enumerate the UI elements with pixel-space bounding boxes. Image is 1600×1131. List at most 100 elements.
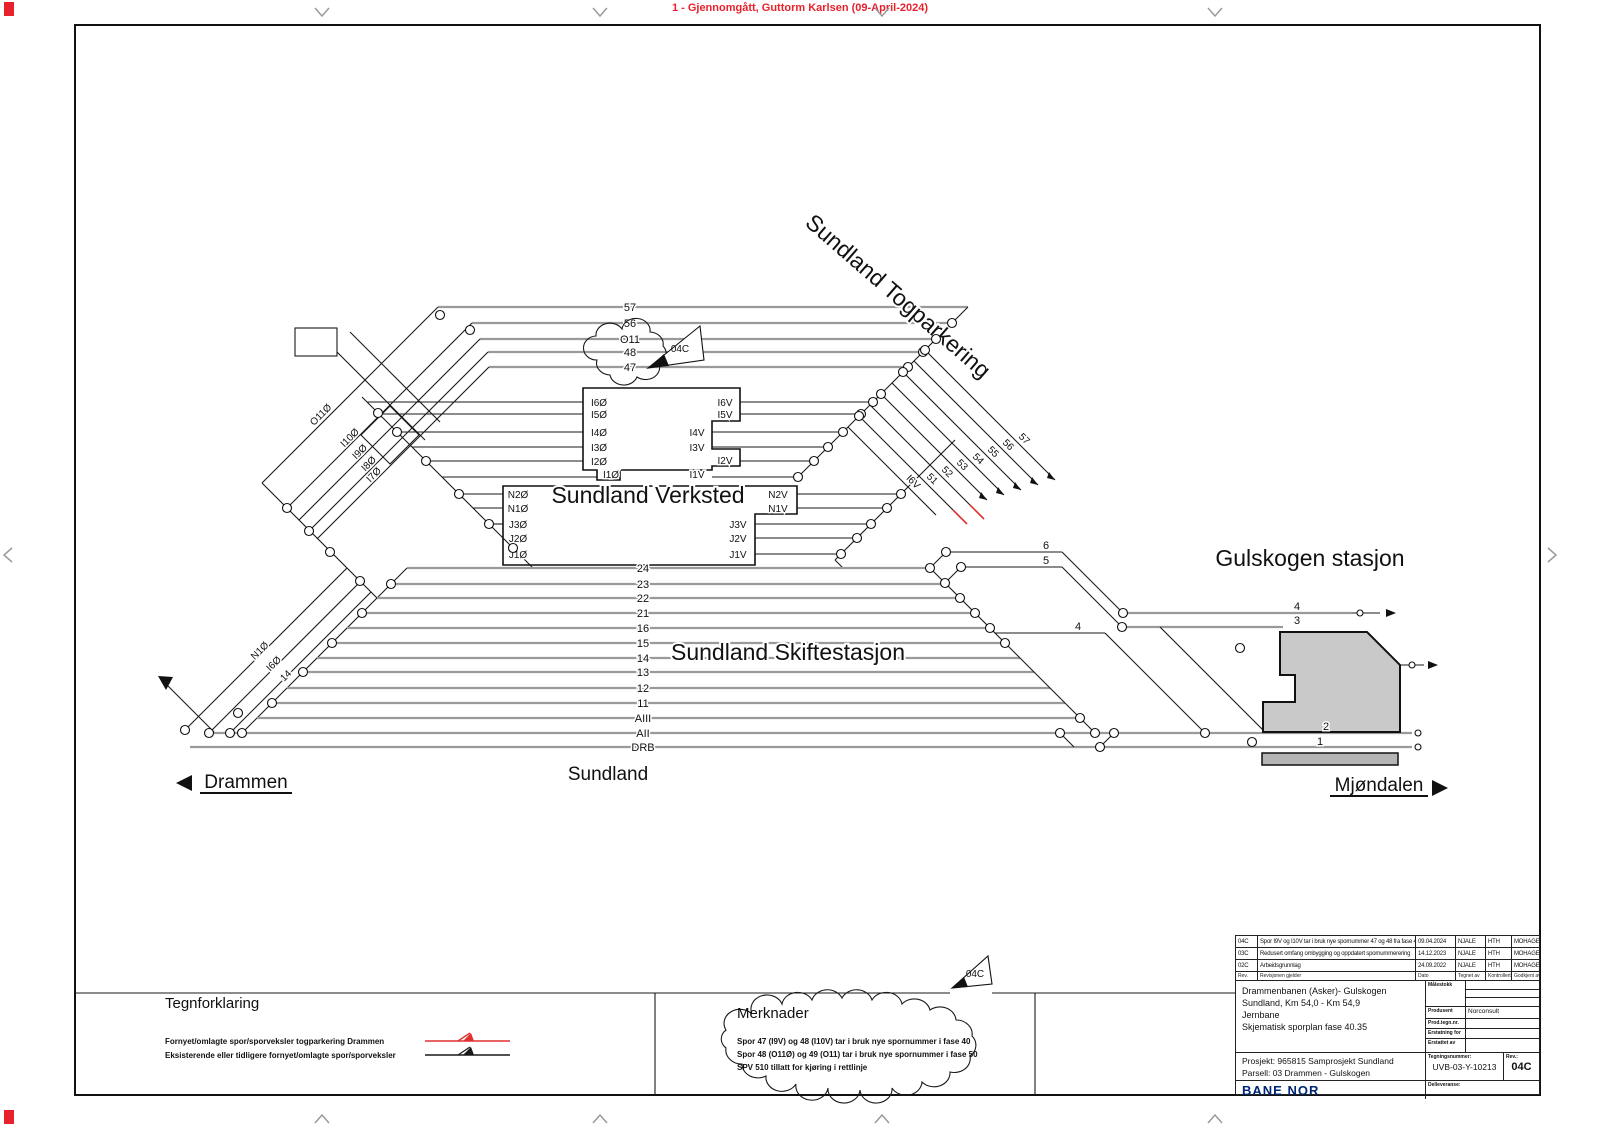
replaced-by-row: Erstattet av	[1426, 1039, 1539, 1052]
scale-row: Målestokk	[1426, 981, 1539, 1007]
fold-marks	[2, 7, 1558, 1124]
track-label-O11: O11	[620, 334, 640, 346]
direction-west-label: Drammen	[204, 772, 287, 793]
notes-line-3: SPV 510 tillatt for kjøring i rettlinje	[737, 1063, 868, 1072]
revision-header-drawn: Tegnet av	[1456, 972, 1486, 980]
yard-label-AII: AII	[636, 728, 649, 740]
yard-label-13: 13	[637, 667, 649, 679]
legend-item-2-label: Eksisterende eller tidligere fornyet/oml…	[165, 1051, 396, 1060]
yard-label-16: 16	[637, 623, 649, 635]
verksted-label-I3V: I3V	[689, 443, 704, 454]
verksted-feed-tracks-right	[712, 401, 901, 555]
yard-label-AIII: AIII	[635, 713, 652, 725]
revision-checked: HTH	[1486, 960, 1512, 971]
drawing-title-line-3: Jernbane	[1242, 1010, 1280, 1020]
drawing-frame	[74, 24, 1541, 1096]
verksted-label-N1V: N1V	[768, 504, 788, 515]
verksted-label-J1V: J1V	[729, 550, 747, 561]
approach-label-4: 4	[1075, 621, 1081, 633]
revision-checked: HTH	[1486, 948, 1512, 959]
yard-label-21: 21	[637, 608, 649, 620]
revision-date: 09.04.2024	[1416, 936, 1456, 947]
producer-drawing-number-label: Prod.tegn.nr.	[1426, 1019, 1466, 1028]
verksted-label-I5V: I5V	[717, 410, 732, 421]
drawing-title-line-2: Sundland, Km 54,0 - Km 54,9	[1242, 998, 1361, 1008]
verksted-title: Sundland Verksted	[551, 482, 744, 508]
parking-label-52: 52	[939, 464, 955, 480]
revision-flag-04c-top-label: 04C	[671, 344, 689, 355]
replacement-for-label: Erstatning for	[1426, 1029, 1466, 1038]
gulskogen-platform	[1261, 752, 1399, 766]
current-revision-cell: Rev.: 04C	[1504, 1053, 1539, 1080]
legend-title: Tegnforklaring	[165, 995, 259, 1012]
verksted-label-J3V: J3V	[729, 520, 747, 531]
bane-nor-logo: BANE NOR	[1242, 1082, 1320, 1098]
verksted-label-I2V: I2V	[717, 456, 732, 467]
track-label-47: 47	[624, 362, 636, 374]
drawing-number-value: UVB-03-Y-10213	[1432, 1062, 1497, 1072]
current-revision-label: Rev.:	[1506, 1054, 1518, 1060]
verksted-label-I4V: I4V	[689, 428, 704, 439]
revision-header-approved: Godkjent av	[1514, 973, 1539, 979]
yard-label-11: 11	[637, 698, 648, 710]
branch-label-N1O: N1Ø	[249, 640, 271, 662]
legend-symbol-renewed	[425, 1032, 510, 1042]
skiftestasjon-title: Sundland Skiftestasjon	[671, 639, 905, 665]
yard-label-DRB: DRB	[631, 742, 654, 754]
notes-cloud: Merknader Spor 47 (I9V) og 48 (I10V) tar…	[720, 989, 978, 1104]
drawing-title-line-1: Drammenbanen (Asker)- Gulskogen	[1242, 986, 1387, 996]
parking-label-56: 56	[1000, 437, 1016, 453]
yard-label-24: 24	[637, 563, 649, 575]
gulskogen-station-building	[1262, 631, 1401, 733]
track-label-48: 48	[624, 347, 636, 359]
verksted-label-I5O: I5Ø	[591, 410, 607, 421]
parking-label-53: 53	[954, 457, 970, 473]
verksted-label-N1O: N1Ø	[508, 504, 529, 515]
revision-desc: Arbeidsgrunnlag	[1258, 960, 1416, 971]
project-cell: Prosjekt: 965815 Samprosjekt Sundland Pa…	[1236, 1053, 1426, 1080]
approach-label-5: 5	[1043, 555, 1049, 567]
revision-header-checked: Kontrollert av	[1488, 972, 1512, 980]
registration-mark-top-left	[4, 2, 14, 16]
verksted-label-I1V: I1V	[689, 470, 704, 481]
drawing-number-cell: Tegningsnummer: UVB-03-Y-10213	[1426, 1053, 1504, 1080]
replacement-for-row: Erstatning for	[1426, 1029, 1539, 1039]
track-label-57: 57	[624, 302, 636, 314]
project-row: Prosjekt: 965815 Samprosjekt Sundland Pa…	[1236, 1053, 1539, 1081]
building-track-2	[349, 331, 441, 423]
building-track-1	[336, 351, 426, 441]
revision-approved: MOHAGE	[1514, 962, 1539, 969]
revision-code: 04C	[1236, 936, 1258, 947]
skiftestasjon-tracks	[190, 566, 1412, 749]
gulskogen-label-3: 3	[1294, 615, 1300, 627]
drawing-title-line-4: Skjematisk sporplan fase 40.35	[1242, 1022, 1368, 1032]
revision-header-desc: Revisjonen gjelder	[1258, 972, 1416, 980]
producer-row: Produsent Norconsult	[1426, 1007, 1539, 1019]
title-side-column: Målestokk Produsent Norconsult Prod.tegn…	[1426, 981, 1539, 1052]
revision-drawn: NJALE	[1456, 948, 1486, 959]
togparkering-title: Sundland Togparkering	[801, 209, 996, 384]
direction-west: Drammen	[176, 770, 292, 795]
parking-label-51: 51	[924, 471, 940, 487]
verksted-label-N2V: N2V	[768, 490, 788, 501]
revision-approved: MOHAGE	[1514, 950, 1539, 957]
drawing-title: Drammenbanen (Asker)- Gulskogen Sundland…	[1236, 981, 1426, 1052]
revision-drawn: NJALE	[1456, 960, 1486, 971]
title-block: 04C Spor I9V og I10V tar i bruk nye spor…	[1235, 935, 1540, 1099]
producer-drawing-number-row: Prod.tegn.nr.	[1426, 1019, 1539, 1029]
verksted-label-I2O: I2Ø	[591, 457, 607, 468]
branch-label-I6O: I6Ø	[265, 654, 284, 673]
verksted-label-J2V: J2V	[729, 534, 747, 545]
revision-header-row: Rev. Revisjonen gjelder Dato Tegnet av K…	[1236, 972, 1539, 981]
yard-label-14: 14	[637, 653, 649, 665]
title-main-row: Drammenbanen (Asker)- Gulskogen Sundland…	[1236, 981, 1539, 1053]
revision-code: 03C	[1236, 948, 1258, 959]
replaced-by-label: Erstattet av	[1426, 1039, 1466, 1052]
revision-flag-04c-notes: 04C	[950, 954, 993, 989]
verksted-label-I6V: I6V	[717, 398, 732, 409]
verksted-upper-hall	[582, 387, 741, 481]
direction-east-label: Mjøndalen	[1335, 775, 1424, 796]
revision-checked: HTH	[1486, 936, 1512, 947]
notes-title: Merknader	[737, 1005, 809, 1022]
